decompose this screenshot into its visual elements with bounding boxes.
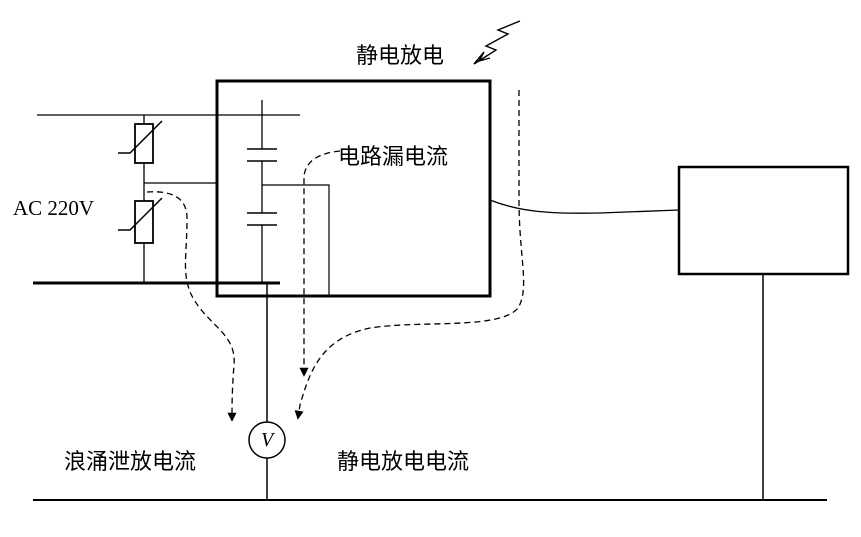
capacitor-icon [247,148,277,162]
ac-source-label: AC 220V [13,196,95,220]
leak-path-wire [262,184,330,296]
esd-current-label: 静电放电电流 [337,450,470,475]
varistor-icon [118,197,163,244]
esd-label: 静电放电 [356,44,445,69]
voltmeter-label: V [261,429,274,451]
esd-current-path [294,90,525,420]
voltmeter [248,421,286,459]
surge-current-label: 浪涌泄放电流 [64,450,197,475]
leak-current-path [299,150,341,377]
remote-box [677,165,850,276]
surge-current-path [146,191,237,422]
equipment-box [215,79,492,298]
capacitor-icon [247,212,277,226]
leak-current-label: 电路漏电流 [338,145,449,170]
lightning-bolt-icon [473,20,521,65]
varistor-icon [118,120,163,164]
connecting-cable [489,199,680,214]
